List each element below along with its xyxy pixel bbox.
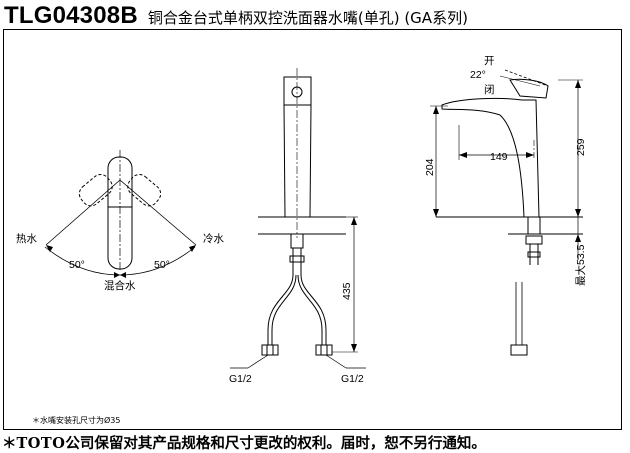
front-view-shank — [290, 233, 304, 249]
hot-water-label: 热水 — [16, 232, 37, 245]
left-angle-label: 50° — [69, 259, 85, 271]
hose-right-inner — [297, 274, 323, 345]
inlet-right-label: G1/2 — [341, 373, 364, 385]
spout-height-label: 204 — [424, 158, 436, 176]
side-view-hose — [515, 282, 523, 346]
hose-nut-left — [261, 344, 279, 356]
reach-label: 149 — [490, 151, 508, 163]
top-view-arrow-right — [189, 245, 196, 252]
side-view-handle — [509, 78, 549, 99]
front-view-handle — [283, 76, 312, 106]
front-view-nut — [289, 255, 305, 263]
deck-thickness-label: 最大53.5 — [574, 244, 587, 286]
footer-star: ＊ — [2, 436, 17, 452]
top-view-hot-line — [45, 179, 121, 246]
hose-right-outer — [300, 274, 327, 345]
front-view-height-label: 435 — [341, 282, 353, 300]
title-bar: TLG04308B 铜合金台式单柄双控洗面器水嘴(单孔) (GA系列) — [4, 2, 468, 32]
product-name: 铜合金台式单柄双控洗面器水嘴(单孔) (GA系列) — [147, 9, 468, 27]
side-view-hose-nut — [510, 344, 528, 356]
top-view-handle-right-dashed — [127, 174, 162, 207]
front-view: 435 G1/2 G1/2 — [229, 68, 366, 385]
top-view: 热水 冷水 50° 50° 混合水 — [16, 150, 224, 292]
hose-left-outer — [267, 274, 294, 345]
top-view-handle-left-dashed — [78, 174, 113, 207]
top-view-cold-line — [119, 179, 197, 246]
footer-disclaimer: ＊TOTO公司保留对其产品规格和尺寸更改的权利。届时，恕不另行通知。 — [2, 432, 486, 453]
brand-name: TOTO — [16, 435, 66, 452]
cold-water-label: 冷水 — [203, 232, 224, 245]
footer-text: 公司保留对其产品规格和尺寸更改的权利。届时，恕不另行通知。 — [65, 436, 486, 452]
front-view-body — [283, 104, 312, 218]
hose-left-inner — [271, 274, 297, 345]
closed-label: 闭 — [484, 83, 495, 96]
mixed-water-label: 混合水 — [104, 279, 136, 292]
inlet-left-label: G1/2 — [229, 373, 252, 385]
hose-nut-right — [315, 344, 333, 356]
side-view-handle-open-dashed — [504, 69, 549, 87]
right-angle-label: 50° — [154, 259, 170, 271]
top-view-arrow-mid-a — [114, 272, 120, 278]
drawing-frame — [3, 29, 622, 430]
side-view: 开 22° 闭 204 149 259 — [424, 55, 587, 356]
open-label: 开 — [484, 55, 495, 67]
model-number: TLG04308B — [4, 2, 138, 29]
top-view-arrow-mid-b — [120, 272, 126, 278]
handle-angle-label: 22° — [470, 69, 486, 81]
side-view-body — [441, 97, 540, 218]
install-hole-note: ＊水嘴安装孔尺寸为Ø35 — [32, 416, 121, 425]
top-view-arrow-left — [46, 245, 53, 252]
total-height-label: 259 — [575, 138, 587, 156]
